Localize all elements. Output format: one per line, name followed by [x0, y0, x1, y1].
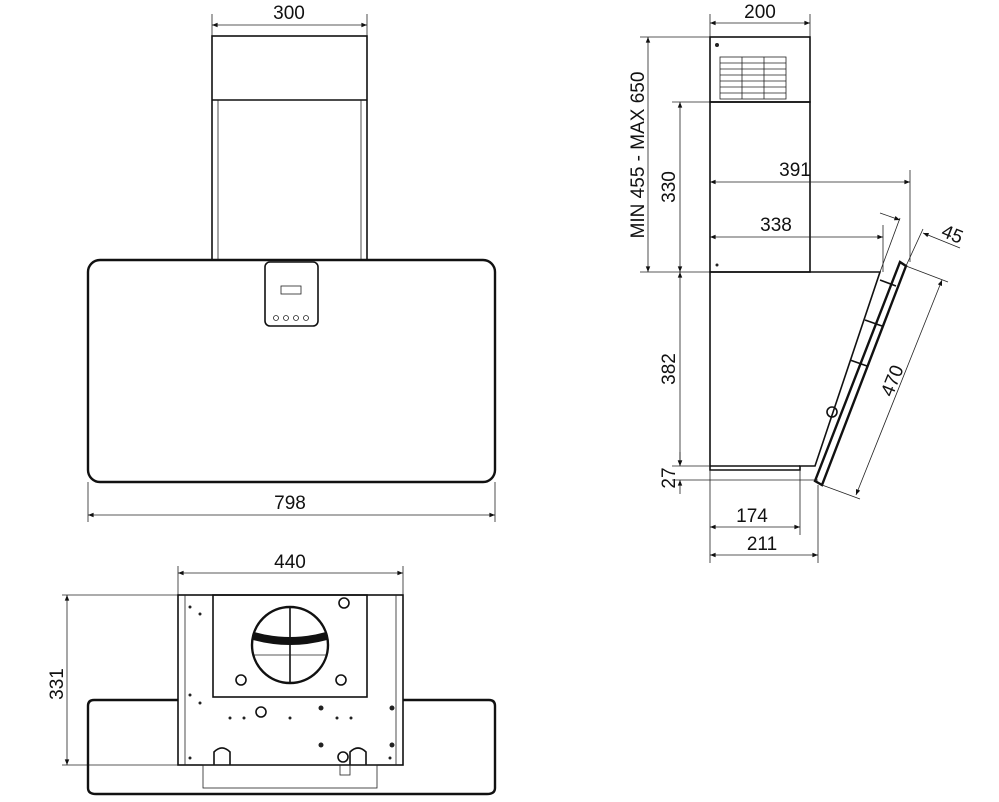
hinge-right — [349, 747, 367, 765]
motor-plate — [212, 594, 368, 698]
dim-body-height: 382 — [659, 353, 680, 385]
dim-bottom-depth-211: 211 — [747, 534, 777, 555]
lower-chimney — [709, 101, 811, 273]
dim-chimney-depth: 200 — [744, 2, 776, 23]
dim-bottom-depth-174: 174 — [736, 506, 768, 527]
dim-glass-thickness: 45 — [938, 221, 965, 248]
vent-grille — [719, 56, 787, 100]
dim-lower-chimney: 330 — [659, 171, 680, 203]
upper-chimney — [709, 36, 811, 103]
bottom-view: 440 331 — [47, 552, 497, 796]
hood-body-profile — [709, 271, 882, 471]
display-icon — [280, 285, 302, 295]
hood-glass-panel — [86, 258, 497, 484]
hinge-left — [213, 747, 231, 765]
dim-body-width: 440 — [274, 552, 306, 573]
front-view: 300 798 — [86, 3, 497, 522]
control-panel — [264, 261, 319, 327]
dim-depth-338: 338 — [760, 215, 792, 236]
control-buttons — [273, 315, 309, 321]
dim-bottom-offset: 27 — [659, 467, 680, 488]
glass-outline — [86, 698, 497, 796]
dim-hood-width: 798 — [274, 493, 306, 514]
dim-body-depth: 331 — [47, 668, 68, 700]
dim-glass-length: 470 — [877, 362, 908, 399]
side-view: 200 MIN 455 - MAX 650 330 382 27 — [628, 2, 966, 563]
dim-chimney-width: 300 — [273, 3, 305, 24]
dim-chimney-height-range: MIN 455 - MAX 650 — [628, 72, 649, 239]
dim-depth-391: 391 — [779, 160, 811, 181]
chimney — [211, 35, 368, 261]
front-lip — [202, 764, 378, 789]
